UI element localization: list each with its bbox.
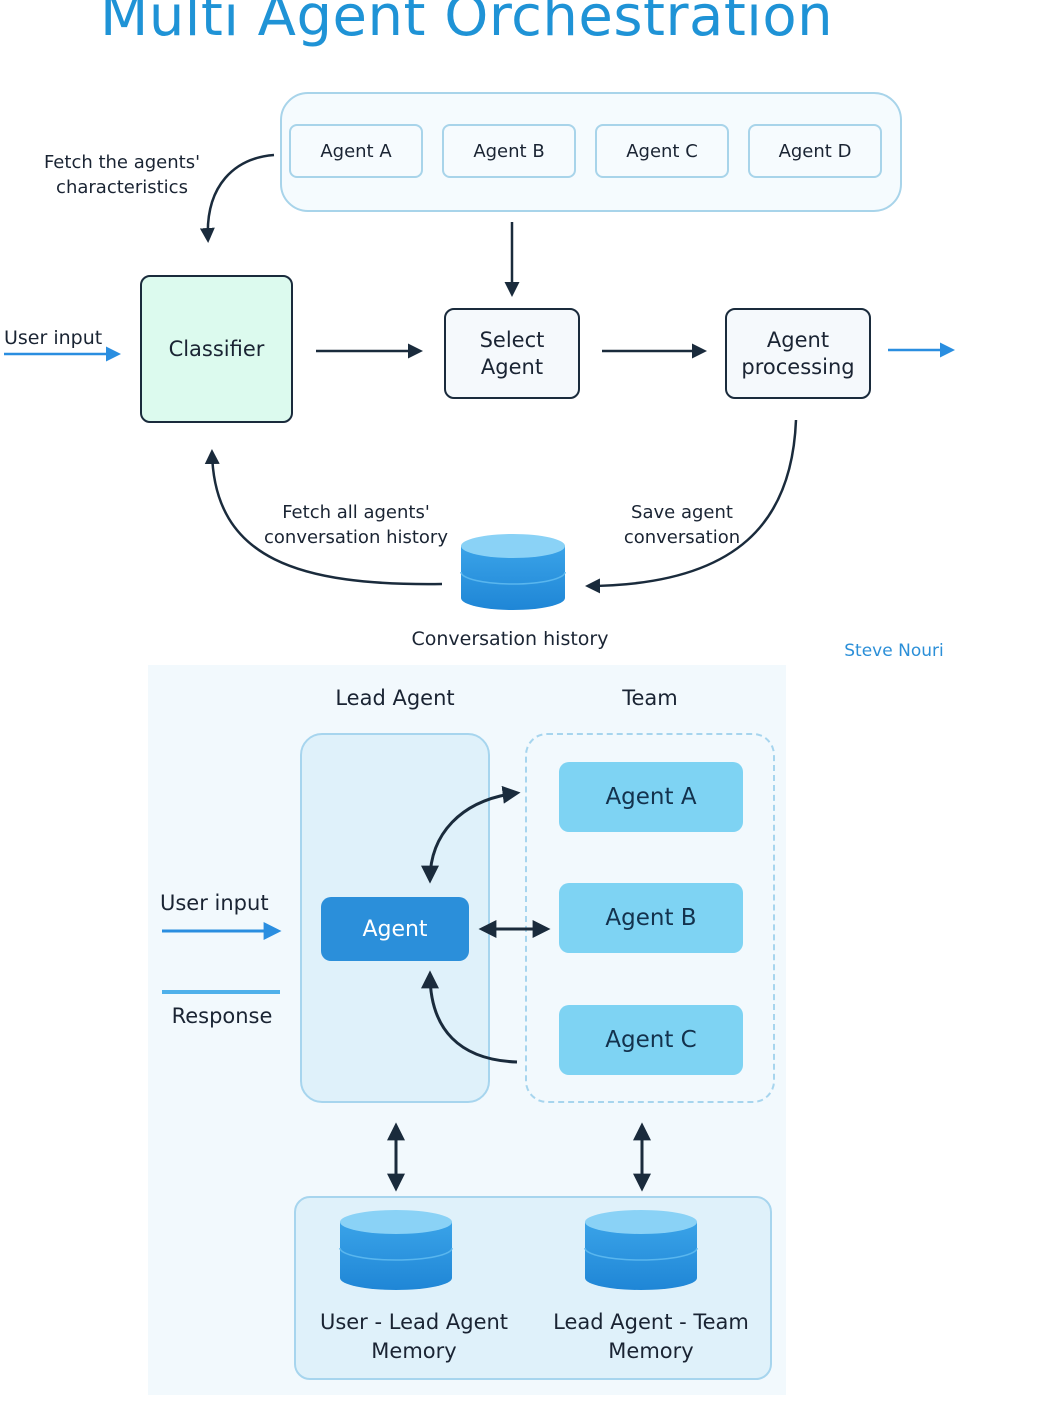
top-user-input-label: User input xyxy=(4,327,103,349)
classifier-node: Classifier xyxy=(140,275,293,423)
user-lead-memory-label: User - Lead Agent Memory xyxy=(319,1310,509,1363)
save-conversation-label: Save agent conversation xyxy=(623,502,741,548)
team-agent-c: Agent C xyxy=(559,1005,743,1075)
agent-to-team-a-arrow xyxy=(421,785,521,884)
team-container xyxy=(525,733,775,1103)
pool-agent-a: Agent A xyxy=(289,124,423,178)
fetch-characteristics-arrow xyxy=(199,153,275,243)
agent-processing-node: Agent processing xyxy=(725,308,871,399)
select-agent-node: Select Agent xyxy=(444,308,580,399)
lead-team-memory-label: Lead Agent - Team Memory xyxy=(553,1310,749,1363)
conversation-history-label: Conversation history xyxy=(411,628,609,650)
save-conversation-arrow xyxy=(585,419,798,594)
lead-team-memory-cylinder xyxy=(584,1210,698,1290)
lead-agent-header: Lead Agent xyxy=(335,686,455,710)
user-lead-memory-cylinder xyxy=(339,1210,453,1290)
pool-agent-c: Agent C xyxy=(595,124,729,178)
team-c-to-agent-arrow xyxy=(421,970,518,1064)
response-label: Response xyxy=(171,1004,273,1028)
conversation-history-cylinder xyxy=(460,534,566,610)
team-agent-b: Agent B xyxy=(559,883,743,953)
pool-agent-d: Agent D xyxy=(748,124,882,178)
bottom-user-input-label: User input xyxy=(160,891,269,915)
fetch-characteristics-label: Fetch the agents' characteristics xyxy=(43,152,201,198)
author-label: Steve Nouri xyxy=(844,641,944,661)
pool-agent-b: Agent B xyxy=(442,124,576,178)
fetch-history-label: Fetch all agents' conversation history xyxy=(264,502,448,548)
team-header: Team xyxy=(622,686,678,710)
page-title: Multi Agent Orchestration xyxy=(100,0,834,49)
team-agent-a: Agent A xyxy=(559,762,743,832)
fetch-history-arrow xyxy=(204,449,443,586)
lead-agent-node: Agent xyxy=(321,897,469,961)
